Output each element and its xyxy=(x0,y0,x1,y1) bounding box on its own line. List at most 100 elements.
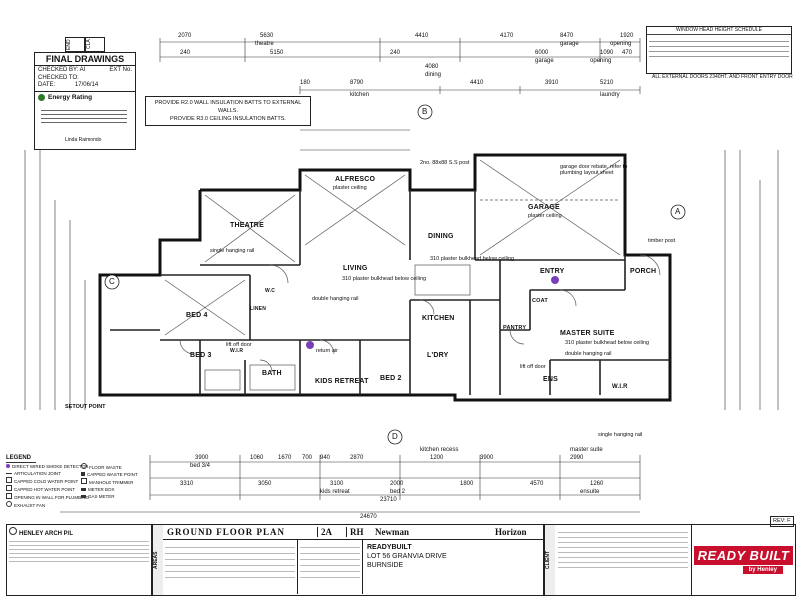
room-living: LIVING xyxy=(343,265,368,272)
room-coat: COAT xyxy=(532,298,548,304)
meter-box-icon xyxy=(81,488,86,491)
legend-item: CAPPED COLD WATER POINT xyxy=(14,479,79,484)
room-bed2: BED 2 xyxy=(380,375,402,382)
disclaimer-text xyxy=(555,525,692,595)
dim: 5210 xyxy=(600,80,614,86)
note-lift-off-door-ens: lift off door xyxy=(520,364,546,370)
revision-label: REV: F xyxy=(770,516,794,527)
dim-label: kitchen xyxy=(350,92,370,98)
plumbing-opening-icon xyxy=(6,493,12,499)
note-return-air: return air xyxy=(316,348,339,354)
dim-label: laundry xyxy=(600,92,620,98)
dim: 5150 xyxy=(270,50,284,56)
insulation-note-box: PROVIDE R2.0 WALL INSULATION BATTS TO EX… xyxy=(145,96,311,126)
plan-title-area: GROUND FLOOR PLAN 2A RH Newman Horizon xyxy=(163,525,544,595)
title-block-company: HENLEY ARCH P/L xyxy=(7,525,152,595)
room-bath: BATH xyxy=(262,370,282,377)
stamp-title: FINAL DRAWINGS xyxy=(35,53,135,66)
title-block: HENLEY ARCH P/L AREAS GROUND FLOOR PLAN … xyxy=(6,524,796,596)
waste-point-icon xyxy=(81,472,85,476)
checked-by: CHECKED BY: AI xyxy=(38,67,86,73)
manhole-icon xyxy=(81,478,87,484)
dim-label: theatre xyxy=(255,41,274,47)
room-alfresco-sub: plaster ceiling xyxy=(333,185,367,191)
smoke-detector-icon xyxy=(6,464,10,468)
dim: 700 xyxy=(302,455,313,461)
room-dining: DINING xyxy=(428,233,454,240)
total-dimension: 23710 xyxy=(380,497,397,503)
dim: 3050 xyxy=(258,481,272,487)
legend-item: ARTICULATION JOINT xyxy=(14,471,61,476)
dim: 2990 xyxy=(570,455,584,461)
legend-item: CAPPED HOT WATER POINT xyxy=(14,487,76,492)
energy-star-icon xyxy=(38,94,45,101)
legend-item: OPENING IN WALL FOR PLUMBING xyxy=(14,495,90,500)
window-head-title: WINDOW HEAD HEIGHT SCHEDULE xyxy=(647,27,791,35)
room-linen: LINEN xyxy=(250,306,266,312)
room-theatre: THEATRE xyxy=(230,222,264,229)
areas-label: AREAS xyxy=(152,525,163,595)
legend-item: MANHOLE TRIMMER xyxy=(89,480,134,485)
plan-code: 2A xyxy=(317,527,346,537)
overall-dimension: 24670 xyxy=(360,514,377,520)
room-wc: W.C xyxy=(265,288,276,294)
room-pantry: PANTRY xyxy=(503,325,527,331)
final-drawings-stamp: END CLA FINAL DRAWINGS CHECKED BY: AI EX… xyxy=(34,37,136,150)
company-fine-print xyxy=(9,541,149,562)
room-wir: W.I.R xyxy=(612,384,628,390)
energy-rating-lines xyxy=(41,107,127,126)
note-single-rail-theatre: single hanging rail xyxy=(210,248,255,254)
grid-marker-a: A xyxy=(675,207,681,216)
dim: 1800 xyxy=(460,481,474,487)
dim: 1920 xyxy=(620,33,634,39)
revision-table xyxy=(298,540,363,594)
dim: 4410 xyxy=(415,33,429,39)
dim: 3900 xyxy=(480,455,494,461)
address-line-1: LOT 56 GRANVIA DRIVE xyxy=(367,553,447,560)
hot-water-icon xyxy=(6,485,12,491)
note-plaster-bulkhead-master: 310 plaster bulkhead below ceiling xyxy=(565,340,650,346)
date-label: DATE: xyxy=(38,82,56,88)
design-name: Newman xyxy=(375,527,409,537)
room-bed4: BED 4 xyxy=(186,312,208,319)
ready-built-logo: READY BUILT by Henley xyxy=(692,525,795,595)
room-garage: GARAGE xyxy=(528,204,560,211)
henley-logo-icon xyxy=(9,527,17,535)
dim: 240 xyxy=(180,50,191,56)
plan-title: GROUND FLOOR PLAN xyxy=(167,527,285,537)
dim: 4410 xyxy=(470,80,484,86)
legend-item: GAS METER xyxy=(88,494,115,499)
legend-item: FLOOR WASTE xyxy=(89,465,122,470)
legend-item: METER BOX xyxy=(88,487,115,492)
dim: 4170 xyxy=(500,33,514,39)
dim: 3900 xyxy=(195,455,209,461)
address-line-2: BURNSIDE xyxy=(367,562,404,569)
room-alfresco: ALFRESCO xyxy=(335,176,376,183)
gas-meter-icon xyxy=(81,495,86,498)
note-double-rail-bed4: double hanging rail xyxy=(312,296,359,302)
dim-label: ensuite xyxy=(580,489,600,495)
note-timber-post: timber post xyxy=(648,238,676,244)
schedule-lines xyxy=(647,35,791,63)
dim: 1090 xyxy=(600,50,614,56)
dim: 180 xyxy=(300,80,311,86)
dim: 940 xyxy=(320,455,331,461)
logo-sub: by Henley xyxy=(742,566,783,574)
dim: 6000 xyxy=(535,50,549,56)
dim-label: master suite xyxy=(570,447,603,453)
note-setout-point: SETOUT POINT xyxy=(65,404,106,410)
room-bed3: BED 3 xyxy=(190,352,212,359)
grid-marker-b: B xyxy=(422,107,428,116)
legend-item: DIRECT WIRED SMOKE DETECTOR xyxy=(12,464,89,469)
checked-to: CHECKED TO: xyxy=(38,75,79,81)
dim: 4570 xyxy=(530,481,544,487)
company-name: HENLEY ARCH P/L xyxy=(19,531,74,537)
legend-item: CAPPED WASTE POINT xyxy=(87,472,138,477)
dim-label: bed 2 xyxy=(390,489,406,495)
legend-item: EXHAUST FAN xyxy=(14,503,46,508)
room-kids-retreat: KIDS RETREAT xyxy=(315,378,369,385)
dim: 1670 xyxy=(278,455,292,461)
dim-label: kids retreat xyxy=(320,489,350,495)
note-posts: 2no. 88x88 S.S post xyxy=(420,160,470,166)
room-porch: PORCH xyxy=(630,268,657,275)
